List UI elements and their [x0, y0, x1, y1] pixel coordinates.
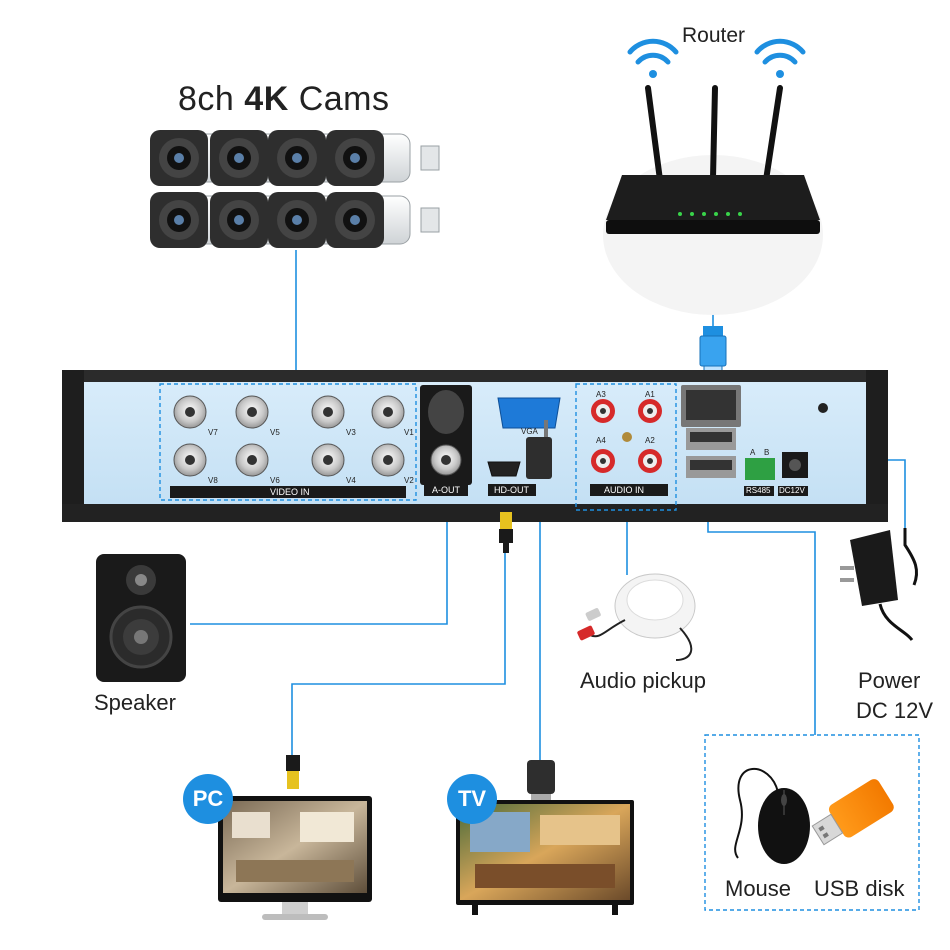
- cameras-title: 8ch 4K Cams: [178, 80, 390, 119]
- power-adapter-icon: [840, 528, 919, 641]
- usb-disk-icon: [811, 779, 894, 846]
- channel-label-v3: V3: [346, 428, 356, 437]
- power-dc-label: DC 12V: [856, 698, 934, 723]
- video-in-label: VIDEO IN: [270, 487, 310, 497]
- tv-badge: TV: [447, 774, 497, 824]
- rca-connectors: [591, 399, 662, 473]
- vga-cable-icon: [527, 760, 555, 802]
- power-label: Power: [858, 668, 921, 693]
- camera-icon: [326, 192, 440, 248]
- channel-label-v1: V1: [404, 428, 414, 437]
- audio-label-a3: A3: [596, 390, 606, 399]
- wifi-icon: [627, 38, 806, 78]
- cameras-title-suffix: Cams: [298, 80, 390, 118]
- camera-icon: [268, 192, 326, 248]
- camera-icon: [326, 130, 440, 186]
- audio-pickup-icon: [577, 573, 696, 661]
- dc12v-label: DC12V: [779, 486, 805, 495]
- dvr-rear-panel: [62, 370, 888, 522]
- hd-out-label: HD-OUT: [494, 485, 529, 495]
- pc-badge: PC: [183, 774, 233, 824]
- cameras-title-prefix: 8ch: [178, 80, 235, 118]
- peripherals-box: [704, 734, 920, 911]
- channel-label-v7: V7: [208, 428, 218, 437]
- router-label: Router: [682, 24, 746, 47]
- tv-icon: [456, 800, 634, 915]
- camera-icon: [268, 130, 326, 186]
- rs485-label: RS485: [746, 486, 771, 495]
- rs485-pin-a: A: [750, 448, 756, 457]
- a-out-label: A-OUT: [432, 485, 460, 495]
- channel-label-v2: V2: [404, 476, 414, 485]
- audio-label-a4: A4: [596, 436, 606, 445]
- bnc-connectors: [173, 395, 405, 477]
- speaker-icon: [96, 554, 186, 682]
- camera-group: [150, 130, 440, 248]
- usb-disk-label: USB disk: [814, 876, 905, 901]
- channel-label-v8: V8: [208, 476, 218, 485]
- channel-label-v4: V4: [346, 476, 356, 485]
- camera-icon: [210, 130, 268, 186]
- audio-label-a1: A1: [645, 390, 655, 399]
- rs485-pin-b: B: [764, 448, 770, 457]
- router-icon: [603, 85, 823, 315]
- audio-pickup-label: Audio pickup: [580, 668, 706, 693]
- camera-icon: [210, 192, 268, 248]
- vga-label: VGA: [521, 427, 538, 436]
- cameras-title-bold: 4K: [244, 80, 289, 118]
- pc-monitor-icon: [218, 796, 372, 920]
- audio-label-a2: A2: [645, 436, 655, 445]
- channel-label-v5: V5: [270, 428, 280, 437]
- hdmi-cable-icon: [286, 512, 513, 789]
- channel-label-v6: V6: [270, 476, 280, 485]
- mouse-icon: [734, 767, 810, 864]
- speaker-label: Speaker: [94, 690, 176, 715]
- mouse-label: Mouse: [725, 876, 792, 901]
- audio-in-label: AUDIO IN: [604, 485, 645, 495]
